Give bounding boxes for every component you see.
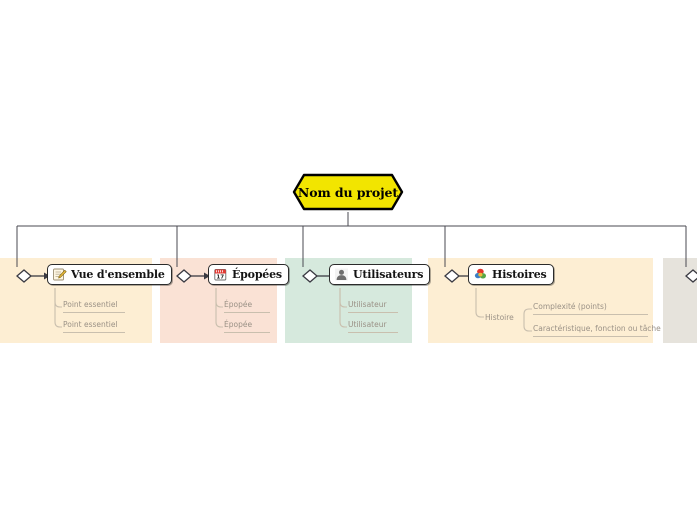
leaf-histoire[interactable]: Histoire: [485, 313, 514, 322]
leaf-epopee-1[interactable]: Épopée: [224, 300, 270, 313]
node-label: Vue d'ensemble: [71, 268, 165, 281]
leaf-point-essentiel-1[interactable]: Point essentiel: [63, 300, 125, 313]
leaf-epopee-2[interactable]: Épopée: [224, 320, 270, 333]
root-hexagon-shape: [292, 173, 404, 211]
node-histoires[interactable]: Histoires: [468, 264, 554, 285]
bullet-vue-densemble[interactable]: [4, 267, 50, 285]
person-bust-icon: [334, 267, 349, 282]
node-epopees[interactable]: 17 Épopées: [208, 264, 289, 285]
bullet-epopees[interactable]: [164, 267, 210, 285]
root-label: Nom du projet: [297, 184, 399, 200]
node-vue-densemble[interactable]: Vue d'ensemble: [47, 264, 172, 285]
leaf-utilisateur-1[interactable]: Utilisateur: [348, 300, 398, 313]
node-label: Histoires: [492, 268, 547, 281]
node-label: Épopées: [232, 268, 282, 281]
node-label: Utilisateurs: [353, 268, 424, 281]
leaf-complexite-points[interactable]: Complexité (points): [533, 302, 648, 315]
calendar-icon-day: 17: [216, 275, 224, 281]
books-bouquet-icon: [473, 267, 488, 282]
memo-note-icon: [52, 267, 67, 282]
root-node[interactable]: Nom du projet: [291, 172, 405, 212]
leaf-point-essentiel-2[interactable]: Point essentiel: [63, 320, 125, 333]
node-utilisateurs[interactable]: Utilisateurs: [329, 264, 431, 285]
calendar-icon: 17: [213, 267, 228, 282]
leaf-utilisateur-2[interactable]: Utilisateur: [348, 320, 398, 333]
leaf-caracteristique-fonction-tache[interactable]: Caractéristique, fonction ou tâche: [533, 324, 661, 337]
bullet-branche-suivante[interactable]: [673, 267, 697, 285]
